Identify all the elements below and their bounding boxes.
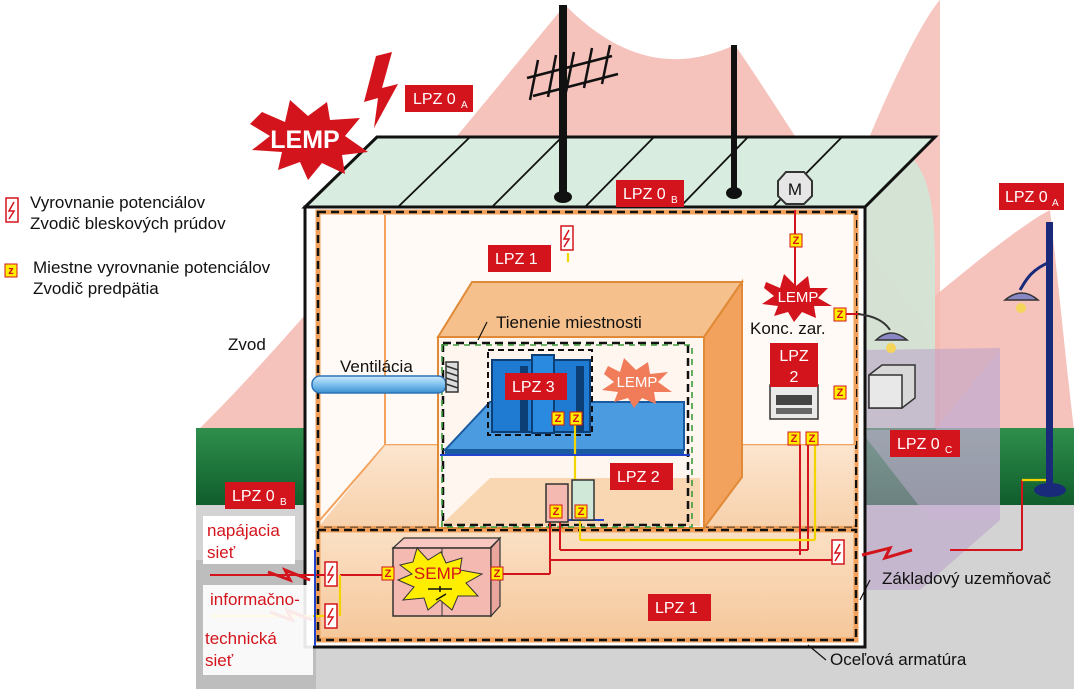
wall-lamp (857, 313, 909, 353)
svg-text:Z: Z (553, 506, 560, 518)
svg-text:Z: Z (837, 387, 844, 399)
lightning-rod-mast (726, 45, 742, 199)
lpz3-dash (487, 349, 593, 436)
ventilacia-label: Ventilácia (340, 357, 413, 376)
ventilation-grille-icon (445, 361, 459, 393)
svg-text:Z: Z (837, 309, 844, 321)
ocelova-label: Oceľová armatúra (830, 650, 967, 669)
ventilation-pipe (311, 375, 447, 394)
svg-text:C: C (945, 445, 952, 456)
svg-text:Z: Z (555, 413, 562, 425)
tienenie-label: Tienenie miestnosti (496, 313, 642, 332)
lpz0a-top-label: LPZ 0 (413, 91, 456, 108)
legend-block-2: Miestne vyrovnanie potenciálov Zvodič pr… (33, 257, 270, 299)
lpz2-device-label-1: LPZ (779, 348, 809, 365)
lpz2-green-dash (441, 344, 693, 528)
svg-text:Z: Z (791, 433, 798, 445)
svg-text:B: B (280, 497, 287, 508)
lpz1-bottom-label: LPZ 1 (655, 600, 698, 617)
svg-text:Z: Z (809, 433, 816, 445)
svg-text:Z: Z (494, 568, 501, 580)
svg-text:B: B (671, 195, 678, 206)
lemp-big-star (250, 100, 368, 180)
switch-symbol-icon (428, 586, 452, 601)
legend-block: Vyrovnanie potenciálov Zvodič bleskových… (30, 192, 226, 234)
lpz0c-label: LPZ 0 (897, 436, 940, 453)
konc-zar-label: Konc. zar. (750, 319, 826, 338)
lpz1-lower-dash (316, 528, 858, 642)
svg-text:A: A (461, 100, 468, 111)
lemp-small-star (762, 274, 832, 322)
svg-text:Z: Z (573, 413, 580, 425)
legend-item1-line1: Vyrovnanie potenciálov (30, 193, 206, 212)
info-label-1: informačno- (210, 590, 300, 609)
motor-icon: M (777, 171, 813, 205)
legend-item1-line2: Zvodič bleskových prúdov (30, 214, 226, 233)
lpz2-device-label-2: 2 (790, 369, 799, 386)
semp-label: SEMP (414, 564, 462, 583)
lemp-room-label: LEMP (617, 374, 658, 391)
terminal-device (769, 384, 819, 420)
equipment-table-edge (445, 450, 684, 456)
outdoor-cabinet (868, 364, 916, 409)
svg-text:z: z (8, 265, 14, 277)
lightning-bolt-icon (364, 52, 398, 128)
red-wiring (210, 210, 1023, 576)
lemp-room-star (602, 358, 672, 408)
surge-arrester-icons (5, 197, 845, 629)
z-badges: z Z Z Z Z Z Z Z Z Z Z Z (4, 233, 847, 581)
lpz3-label: LPZ 3 (512, 379, 555, 396)
svg-text:Z: Z (578, 506, 585, 518)
antenna-mast (526, 5, 619, 203)
napajacia-label-1: napájacia (207, 521, 280, 540)
lpz-labels: LPZ 0 A LPZ 0 A LPZ 0 B LPZ 0 B LPZ 0 C … (225, 85, 1064, 621)
semp-burst (396, 547, 484, 611)
svg-text:A: A (1052, 198, 1059, 209)
lpz2-room-label: LPZ 2 (617, 469, 660, 486)
svg-text:Z: Z (385, 568, 392, 580)
svg-text:Z: Z (793, 235, 800, 247)
napajacia-label-2: sieť (207, 543, 236, 562)
lpz2-dash (441, 341, 690, 527)
lpz1-top-label: LPZ 1 (495, 251, 538, 268)
text-labels: Zvod Ventilácia Tienenie miestnosti Konc… (203, 313, 1052, 675)
legend-item2-line2: Zvodič predpätia (33, 279, 159, 298)
street-lamp (1002, 222, 1066, 497)
motor-label: M (788, 180, 802, 199)
info-label-3: sieť (205, 651, 234, 670)
lemp-big-label: LEMP (270, 126, 339, 154)
info-label-2: technická (205, 629, 277, 648)
zvod-label: Zvod (228, 335, 266, 354)
legend-item2-line1: Miestne vyrovnanie potenciálov (33, 258, 271, 277)
lpz0a-right-label: LPZ 0 (1005, 189, 1048, 206)
lpz0b-left-label: LPZ 0 (232, 488, 275, 505)
lemp-small-label: LEMP (778, 289, 819, 306)
zakladovy-label: Základový uzemňovač (882, 569, 1052, 588)
lpz0b-roof-label: LPZ 0 (623, 186, 666, 203)
